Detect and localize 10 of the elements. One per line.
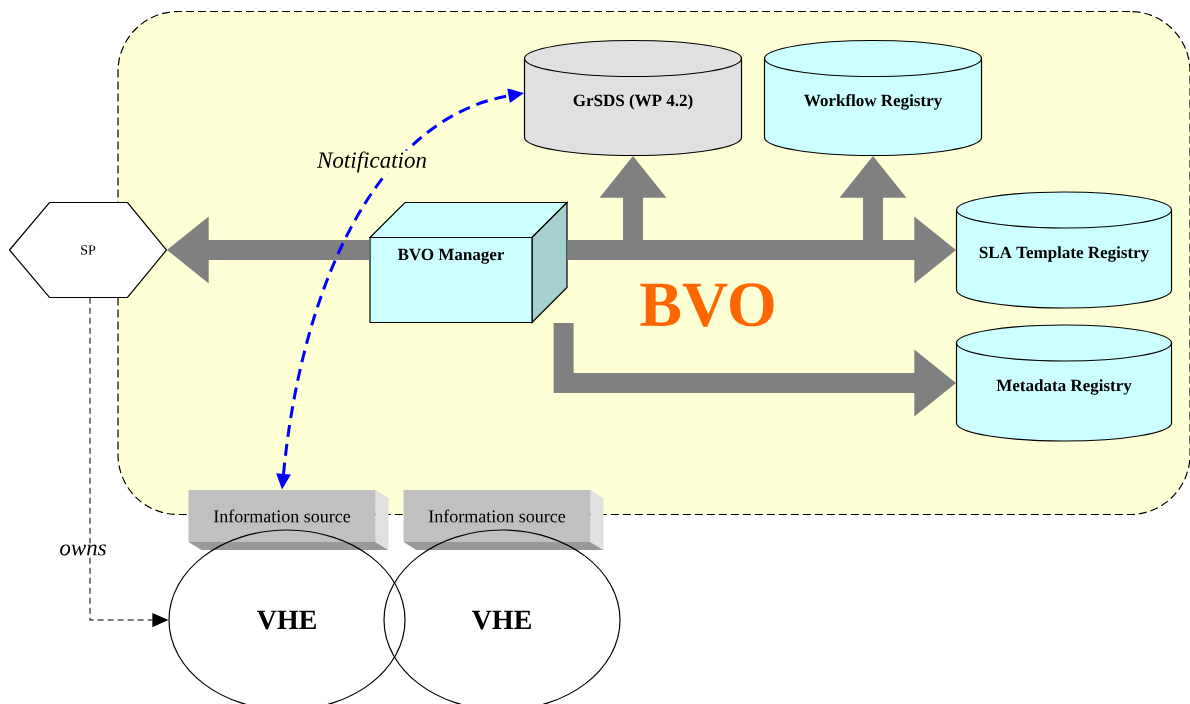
raised-box: Information source xyxy=(188,490,389,550)
database-cylinder: SLA Template Registry xyxy=(955,191,1173,309)
database-cylinder: Workflow Registry xyxy=(763,39,983,157)
arrow xyxy=(89,297,168,627)
edge-label: owns xyxy=(58,543,108,557)
database-cylinder: GrSDS (WP 4.2) xyxy=(523,39,743,157)
raised-box: Information source xyxy=(403,490,604,550)
hexagon-node: SP xyxy=(8,201,168,299)
edge-label: Notification xyxy=(316,150,428,174)
database-cylinder: Metadata Registry xyxy=(955,324,1173,442)
